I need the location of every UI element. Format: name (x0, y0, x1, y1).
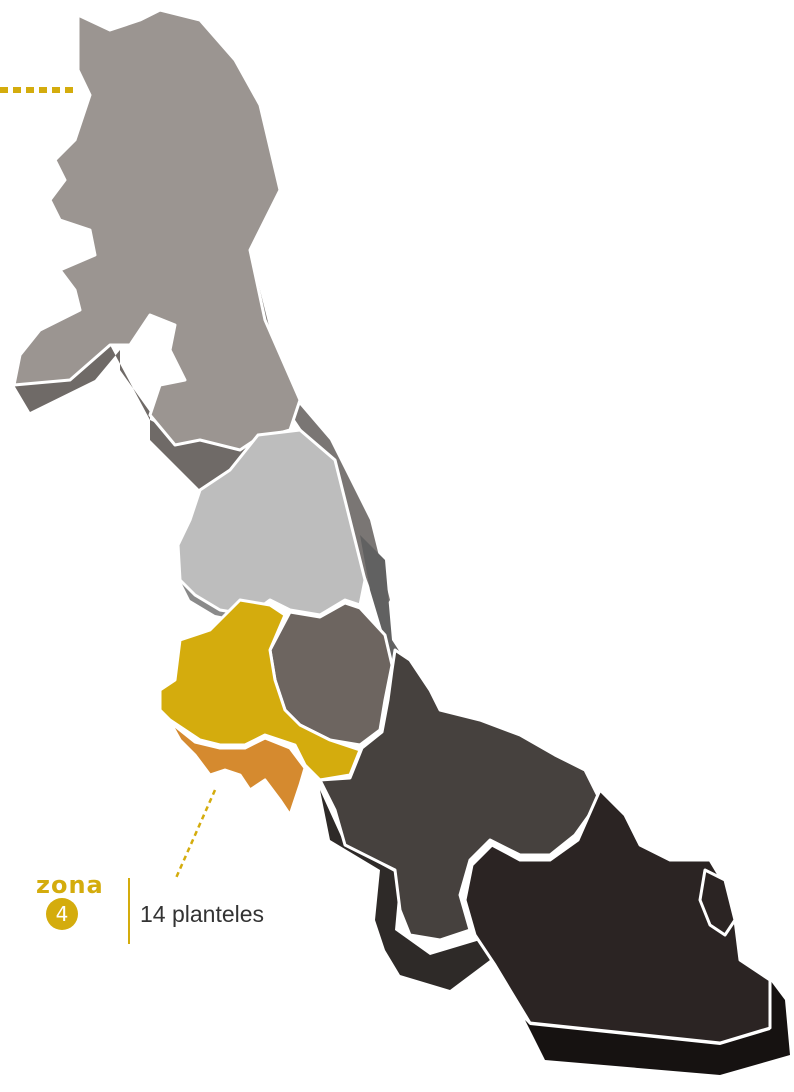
region-south-darkest (463, 788, 772, 1045)
zone-number-badge: 4 (46, 898, 78, 930)
region-central-light (176, 428, 367, 617)
zone-count-text: 14 planteles (140, 901, 265, 927)
region-north (12, 8, 302, 452)
zone-divider (128, 878, 130, 944)
leader-zona-4 (174, 789, 217, 879)
region-south-dark (318, 648, 602, 942)
region-south-east-strip (698, 868, 737, 937)
south-darkest-side (525, 980, 790, 1075)
zona-4-label: zona 4 14 planteles (36, 872, 296, 952)
regions-layer (12, 8, 772, 1045)
south-dark-side (320, 790, 490, 990)
region-zona-4-sub (168, 720, 307, 817)
zone-word: zona (36, 871, 104, 899)
north-region-side (14, 345, 250, 490)
coast-strip-north (200, 40, 390, 615)
extrusion-layer (14, 40, 790, 1075)
